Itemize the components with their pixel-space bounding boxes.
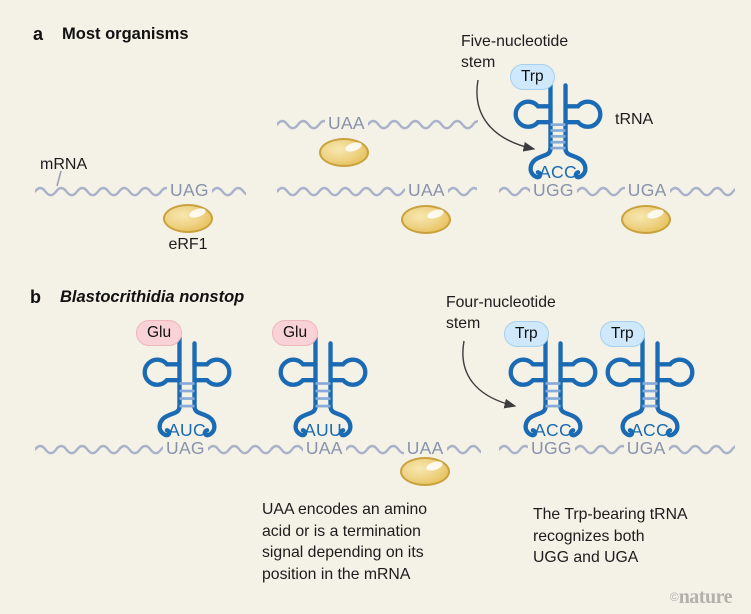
codon-uaa: UAA [406,438,444,459]
trna-icon: AUC [141,325,233,440]
mrna-wave [35,186,167,197]
anticodon-label: ACC [631,420,669,440]
codon-uga: UGA [626,438,666,459]
codon-uaa: UAA [328,113,365,134]
mrna-wave [668,444,735,455]
mrna-wave [277,186,405,197]
mrna-wave [576,186,625,197]
codon-ugg: UGG [533,180,574,201]
five-nucleotide-stem-annotation: Five-nucleotide stem [461,33,569,72]
codon-uaa: UAA [305,438,343,459]
trna-icon: ACC [507,325,599,440]
anticodon-label: ACC [539,162,577,182]
codon-uaa: UAA [408,180,445,201]
panel-a-letter: a [33,24,44,44]
trna-icon: ACC [512,67,604,182]
trna-icon: AUU [277,325,369,440]
caption-uaa-context: UAA encodes an amino acid or is a termin… [262,501,428,583]
panel-a-title: Most organisms [62,25,189,43]
mrna-strand: UGG UGA [499,436,735,462]
amino-acid-badge-glu: Glu [272,320,319,346]
panel-b-title: Blastocrithidia nonstop [60,288,245,306]
mrna-wave [367,119,478,130]
mrna-strand: UAG [35,178,246,204]
mrna-strand: UAG UAA UAA [35,436,481,462]
mrna-strand: UAA [277,178,477,204]
erf1-icon [401,205,451,234]
panel-b-letter: b [30,287,41,307]
amino-acid-badge-trp: Trp [504,321,549,347]
erf1-label: eRF1 [168,236,208,253]
erf1-icon [163,204,213,233]
nature-logo: nature [678,586,733,608]
four-nucleotide-stem-annotation: Four-nucleotide stem [446,294,556,333]
anticodon-label: AUU [304,420,342,440]
erf1-icon [621,205,671,234]
amino-acid-badge-trp: Trp [600,321,645,347]
mrna-wave [447,186,477,197]
amino-acid-label: Trp [521,68,544,85]
mrna-wave [669,186,735,197]
mrna-wave [446,444,481,455]
mrna-wave [277,119,325,130]
mrna-wave [207,444,303,455]
mrna-wave [345,444,404,455]
amino-acid-badge-glu: Glu [136,320,183,346]
caption-trp-trna: The Trp-bearing tRNA recognizes both UGG… [533,506,688,567]
nature-credit: ©nature [640,586,733,609]
codon-uag: UAG [166,438,205,459]
amino-acid-label: Trp [611,325,634,342]
amino-acid-label: Glu [283,324,308,341]
amino-acid-label: Trp [515,325,538,342]
amino-acid-badge-trp: Trp [510,64,555,90]
mrna-wave [211,186,246,197]
erf1-icon [400,457,450,486]
anticodon-label: AUC [168,420,206,440]
mrna-strand: UGG UGA [499,178,735,204]
copyright-icon: © [669,590,679,604]
mrna-wave [499,186,530,197]
mrna-strand: UAA [277,111,478,137]
amino-acid-label: Glu [147,324,172,341]
trna-icon: ACC [604,325,696,440]
mrna-wave [574,444,624,455]
codon-uag: UAG [170,180,209,201]
trna-label: tRNA [615,111,654,128]
anticodon-label: ACC [534,420,572,440]
erf1-icon [319,138,369,167]
mrna-wave [499,444,528,455]
mrna-wave [35,444,163,455]
codon-uga: UGA [627,180,667,201]
mrna-label: mRNA [40,156,88,173]
codon-ugg: UGG [531,438,572,459]
